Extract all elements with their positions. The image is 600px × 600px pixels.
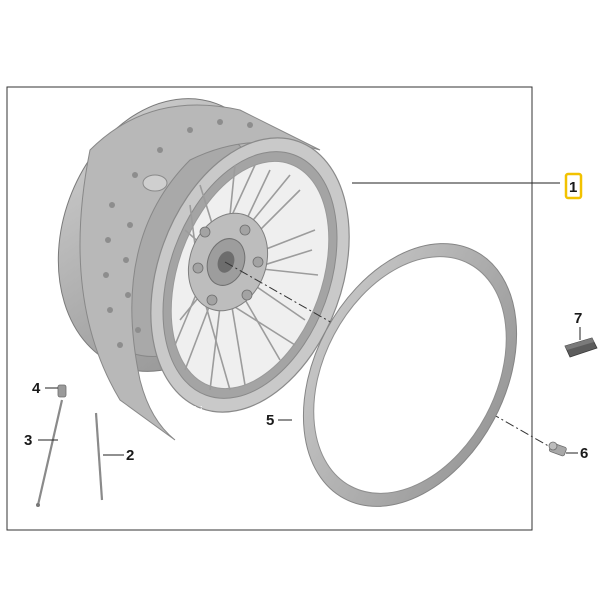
callout-1[interactable]: 1 [569, 179, 577, 196]
callout-1-highlight [564, 172, 583, 200]
wheel-part[interactable] [21, 68, 385, 441]
spoke-part-2[interactable] [94, 412, 104, 501]
callout-2[interactable]: 2 [126, 447, 134, 464]
diagram-frame [6, 86, 533, 531]
wheel-rim-body [79, 104, 321, 441]
wheel-rim-holes [103, 119, 253, 348]
wheel-valve-boss [142, 174, 168, 192]
callout-3[interactable]: 3 [24, 432, 32, 449]
rim-band-part[interactable] [260, 207, 559, 543]
rim-band-inner [313, 256, 507, 494]
wheel-hub-bolts [192, 224, 264, 306]
watermark-text: hirochi [170, 405, 202, 417]
callout-7[interactable]: 7 [574, 310, 582, 327]
balance-weight-part-7[interactable] [564, 337, 598, 358]
leader-lines [38, 182, 581, 456]
callout-6[interactable]: 6 [580, 445, 588, 462]
spoke-part-3[interactable] [36, 399, 64, 507]
valve-part-6[interactable] [548, 441, 567, 457]
callout-5[interactable]: 5 [266, 412, 274, 429]
spoke-nipple-part-4[interactable] [57, 384, 67, 398]
callout-4[interactable]: 4 [32, 380, 41, 397]
